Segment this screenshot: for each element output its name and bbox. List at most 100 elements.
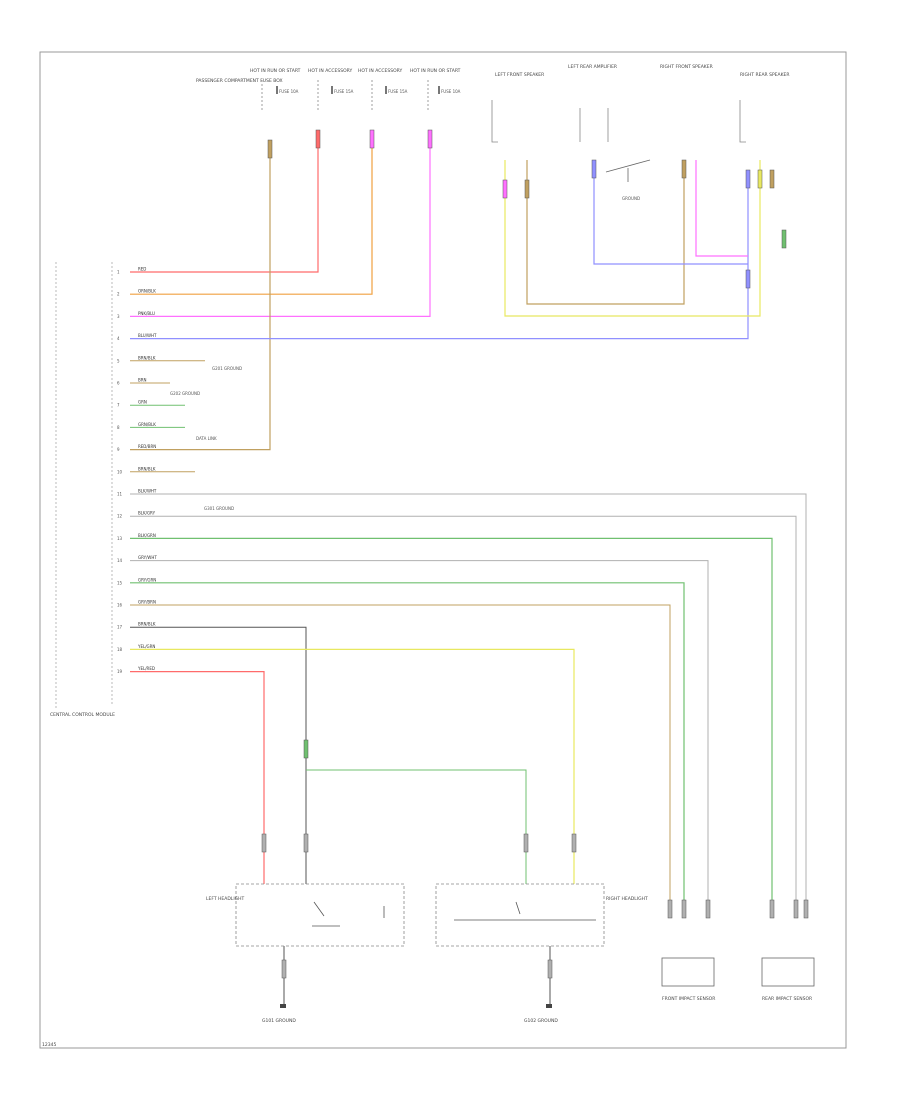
module-pin-number: 18 [117, 647, 123, 652]
module-pin-number: 9 [117, 447, 120, 452]
module-pin-color: BRN/BLK [138, 466, 156, 471]
connector-plug [757, 169, 763, 189]
right-headlight-label: RIGHT HEADLIGHT [606, 896, 648, 902]
component-label-2: LEFT REAR AMPLIFIER [568, 64, 617, 70]
connector-plug [303, 833, 309, 853]
wires [130, 129, 809, 1004]
module-pin-color: YEL/RED [137, 666, 155, 671]
wire-gray-3 [130, 560, 709, 900]
wire-black [130, 626, 307, 884]
connector-label-4: HOT IN RUN OR START [410, 68, 461, 74]
module-pin-number: 3 [117, 314, 120, 319]
module-pin-color: GRY/WHT [138, 555, 157, 560]
connector-plug [769, 899, 775, 919]
diagram-frame [39, 51, 847, 1049]
connector-label-2: HOT IN ACCESSORY [308, 68, 352, 74]
left-headlight-label: LEFT HEADLIGHT [206, 896, 245, 902]
wire-yellow-top [504, 160, 761, 317]
module-pin-color: PNK/BLU [138, 311, 155, 316]
connector-plug [281, 959, 287, 979]
connector-plug [681, 159, 687, 179]
module-pin-number: 1 [117, 270, 120, 275]
module-pin-number: 8 [117, 425, 120, 430]
connector-plug [793, 899, 799, 919]
module-pin-color: GRN [138, 400, 147, 405]
wire-brown-2 [130, 604, 671, 900]
module-pin-color: RED/BRN [138, 444, 156, 449]
top-connectors: PASSENGER COMPARTMENT FUSE BOX HOT IN RU… [196, 68, 461, 110]
module-pin-color: BLU/WHT [138, 333, 157, 338]
wire-pink-top [695, 160, 748, 257]
wire-brown-feed [130, 140, 271, 451]
rear-sensor-label: REAR IMPACT SENSOR [762, 996, 812, 1002]
wire-brown-top [526, 160, 685, 305]
module-pin-number: 6 [117, 381, 120, 386]
module-pin-color: GRY/BRN [138, 600, 156, 605]
side-note-1: G201 GROUND [212, 366, 242, 371]
connector-plug [523, 833, 529, 853]
wire-gray-1 [130, 493, 807, 900]
module-pin-number: 13 [117, 536, 123, 541]
module-pin-number: 2 [117, 292, 120, 297]
module-pin-color: BLK/GRY [138, 511, 156, 516]
connector-plug [524, 179, 530, 199]
module-pin-color: ORN/BLK [138, 289, 156, 294]
sensors: FRONT IMPACT SENSOR REAR IMPACT SENSOR [661, 957, 815, 1002]
wire-yellow-2 [130, 648, 575, 884]
connector-plug [571, 833, 577, 853]
module-pin-color: BRN [138, 378, 147, 383]
module-pin-number: 4 [117, 336, 120, 341]
fuse-label-2: FUSE 15A [334, 89, 354, 94]
fuse-label-1: FUSE 10A [279, 89, 299, 94]
wire-red-2 [130, 671, 265, 884]
connector-label-1: HOT IN RUN OR START [250, 68, 301, 74]
rear-sensor-box [761, 957, 815, 987]
module-pin-color: RED [138, 267, 146, 272]
side-note-2: G202 GROUND [170, 391, 200, 396]
fuse-label-4: FUSE 10A [441, 89, 461, 94]
module-pin-number: 5 [117, 358, 120, 363]
module-pin-color: BLK/WHT [138, 489, 157, 494]
connector-plug [315, 129, 321, 149]
module-pin-color: GRN/BLK [138, 422, 156, 427]
module-label: CENTRAL CONTROL MODULE [50, 712, 115, 718]
footer-code: 12345 [42, 1042, 56, 1048]
module-pin-number: 10 [117, 469, 123, 474]
component-label-4: RIGHT REAR SPEAKER [740, 72, 790, 78]
module-pin-number: 7 [117, 403, 120, 408]
left-ground-label: G101 GROUND [262, 1018, 296, 1024]
wire-gray-2 [130, 515, 797, 900]
left-headlight-box [235, 883, 405, 947]
module-pin-number: 16 [117, 603, 123, 608]
module-pin-color: YEL/GRN [137, 644, 155, 649]
connector-plug [591, 159, 597, 179]
wire-blue [130, 170, 749, 340]
side-note-3: DATA LINK [196, 436, 217, 441]
module-pin-number: 11 [117, 492, 123, 497]
connector-plug [502, 179, 508, 199]
front-sensor-label: FRONT IMPACT SENSOR [662, 996, 715, 1002]
top-right-components: LEFT FRONT SPEAKER LEFT REAR AMPLIFIER R… [491, 64, 790, 201]
module-pin-color: GRY/GRN [138, 577, 156, 582]
connector-plug [681, 899, 687, 919]
connector-plug [667, 899, 673, 919]
connector-plug [803, 899, 809, 919]
module-pin-number: 14 [117, 558, 123, 563]
connector-plug [745, 169, 751, 189]
module-pin-number: 12 [117, 514, 123, 519]
component-label-1: LEFT FRONT SPEAKER [495, 72, 544, 78]
connector-plug [745, 269, 751, 289]
connector-plug [705, 899, 711, 919]
wire-green-3 [306, 769, 527, 884]
connector-label-3: HOT IN ACCESSORY [358, 68, 402, 74]
side-note-4: G301 GROUND [204, 506, 234, 511]
wire-green-2 [130, 582, 685, 900]
wire-blue-top [593, 160, 748, 265]
wire-red [130, 130, 319, 273]
connector-plug [303, 739, 309, 759]
module-bracket [55, 262, 113, 710]
module-pin-color: BLK/GRN [138, 533, 156, 538]
